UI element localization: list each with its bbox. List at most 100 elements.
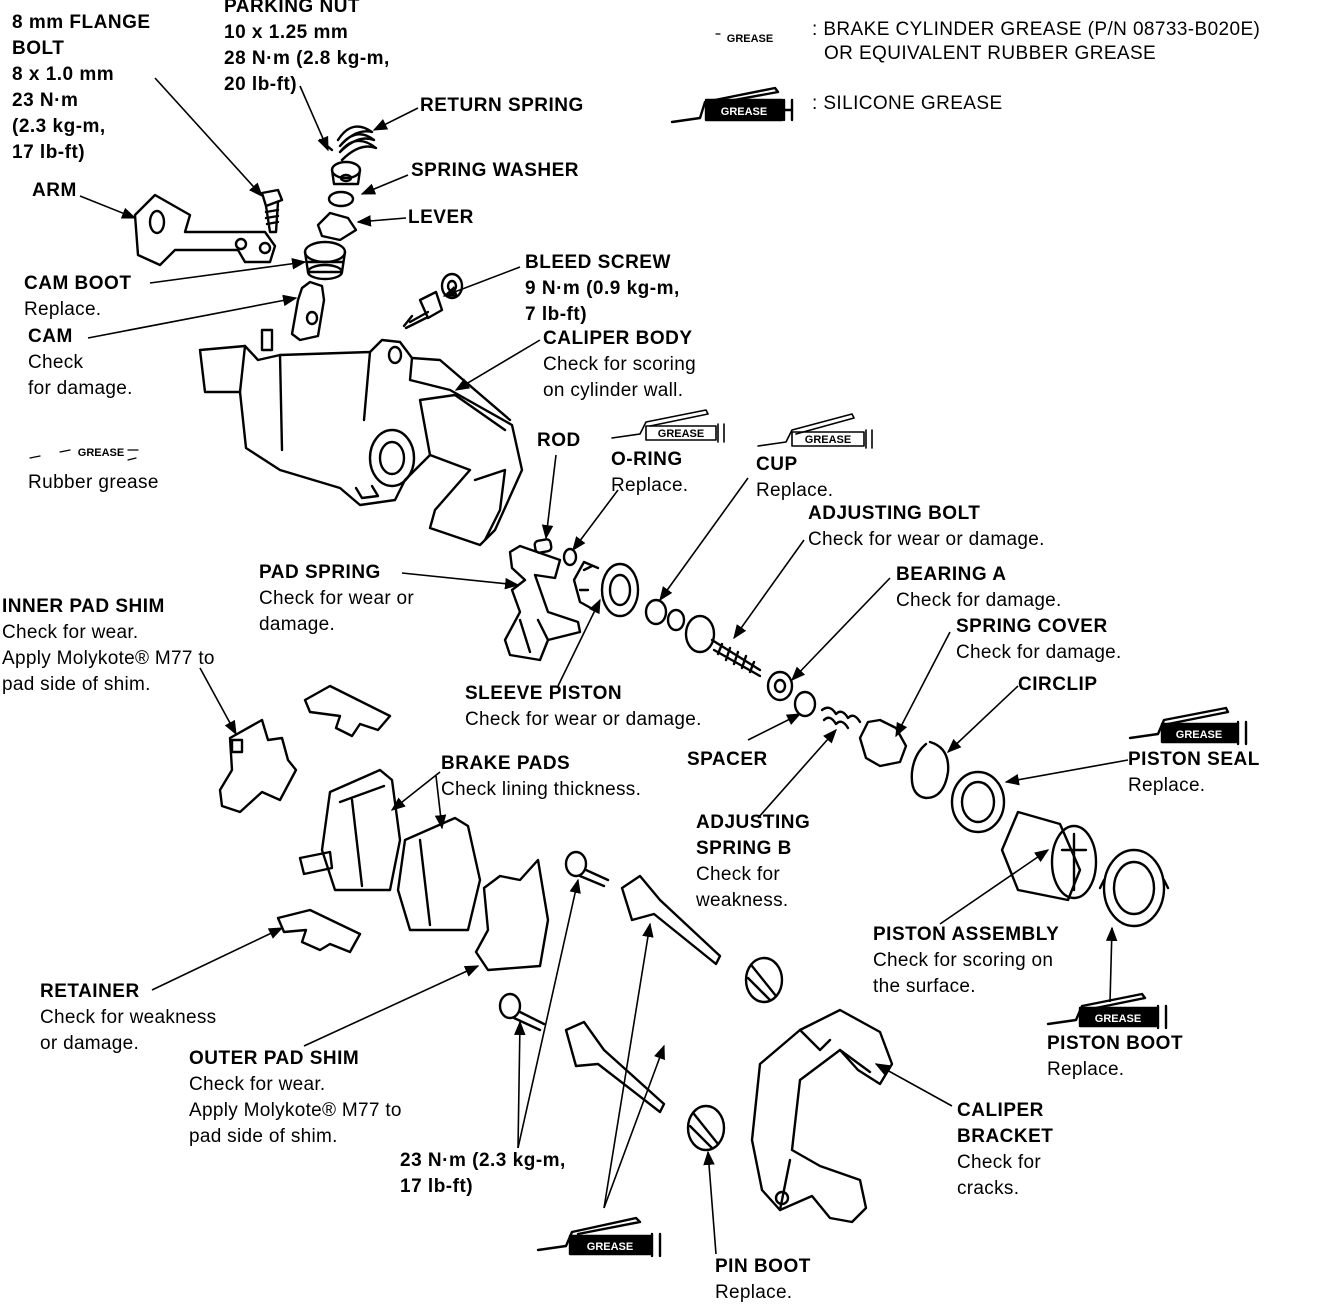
flange-bolt-l4: 23 N·m (12, 90, 79, 111)
inner-pad-shim-part (218, 718, 298, 814)
label-parking-nut: PARKING NUT 10 x 1.25 mm 28 N·m (2.8 kg-… (224, 0, 390, 98)
bleed-screw-part (402, 272, 464, 330)
cup-part (644, 598, 668, 626)
flange-bolt-l6: 17 lb-ft) (12, 142, 86, 163)
label-adjusting-spring-b: ADJUSTING SPRING B Check for weakness. (696, 810, 810, 914)
legend-rubber-grease: Rubber grease (28, 472, 159, 493)
retainer-d1: Check for weakness (40, 1007, 217, 1028)
pad-spring-d2: damage. (259, 614, 336, 635)
label-pad-spring: PAD SPRING Check for wear or damage. (259, 560, 414, 638)
return-spring-title: RETURN SPRING (420, 95, 584, 116)
piston-boot-title: PISTON BOOT (1047, 1033, 1184, 1054)
spring-cover-title: SPRING COVER (956, 616, 1108, 637)
piston-assembly-part (1000, 810, 1098, 902)
label-cam: CAM Check for damage. (28, 324, 133, 402)
legend-brake-grease: : BRAKE CYLINDER GREASE (P/N 08733-B020E… (812, 18, 1260, 66)
cam-boot-desc: Replace. (24, 299, 102, 320)
svg-text:GREASE: GREASE (1176, 729, 1222, 741)
guide-pin-upper-part (564, 850, 722, 966)
label-arm: ARM (32, 178, 77, 204)
outer-pad-shim-d1: Check for wear. (189, 1074, 326, 1095)
pin-boot-lower-part (686, 1104, 726, 1152)
flange-bolt-l1: 8 mm FLANGE (12, 12, 151, 33)
label-cam-boot: CAM BOOT Replace. (24, 271, 131, 323)
label-o-ring: O-RING Replace. (611, 447, 688, 499)
brake-pads-title: BRAKE PADS (441, 753, 571, 774)
spacer-title: SPACER (687, 749, 768, 770)
lever-title: LEVER (408, 207, 474, 228)
inner-pad-shim-d3: pad side of shim. (2, 674, 151, 695)
adjusting-spring-b-d2: weakness. (696, 890, 789, 911)
bleed-screw-title: BLEED SCREW (525, 252, 671, 273)
piston-assembly-title: PISTON ASSEMBLY (873, 924, 1060, 945)
inner-pad-shim-d1: Check for wear. (2, 622, 139, 643)
svg-text:GREASE: GREASE (1095, 1013, 1141, 1025)
adjusting-spring-b-part (820, 706, 862, 730)
pad-spring-part (503, 544, 582, 662)
pin-boot-upper-part (744, 956, 784, 1004)
svg-text:GREASE: GREASE (727, 33, 773, 45)
caliper-bracket-t1: CALIPER (957, 1100, 1044, 1121)
pad-spring-d1: Check for wear or (259, 588, 415, 609)
rod-title: ROD (537, 430, 581, 451)
piston-seal-title: PISTON SEAL (1128, 749, 1260, 770)
adjusting-spring-b-d1: Check for (696, 864, 781, 885)
inner-brake-pad-part (298, 768, 402, 892)
label-piston-seal: PISTON SEAL Replace. (1128, 747, 1260, 799)
o-ring-desc: Replace. (611, 475, 689, 496)
label-cup: CUP Replace. (756, 452, 833, 504)
label-return-spring: RETURN SPRING (420, 93, 584, 119)
piston-seal-desc: Replace. (1128, 775, 1206, 796)
cam-part (290, 280, 326, 342)
spring-cover-desc: Check for damage. (956, 642, 1122, 663)
piston-boot-grease-icon: GREASE (1046, 992, 1168, 1030)
pin-boot-title: PIN BOOT (715, 1256, 811, 1277)
label-inner-pad-shim: INNER PAD SHIM Check for wear. Apply Mol… (2, 594, 215, 698)
circlip-part (910, 740, 950, 800)
label-piston-boot: PISTON BOOT Replace. (1047, 1031, 1183, 1083)
sleeve-piston-part (572, 560, 640, 618)
arm-part (133, 193, 277, 267)
spring-washer-title: SPRING WASHER (411, 160, 580, 181)
piston-boot-part (1098, 848, 1170, 928)
legend-brake-grease-line2: OR EQUIVALENT RUBBER GREASE (824, 43, 1157, 64)
bottom-grease-tube-icon: GREASE (536, 1216, 662, 1258)
brake-grease-small-icon: GREASE (715, 33, 773, 45)
inner-pad-shim-title: INNER PAD SHIM (2, 596, 165, 617)
rod-part (533, 538, 553, 554)
label-bleed-screw: BLEED SCREW 9 N·m (0.9 kg-m, 7 lb-ft) (525, 250, 680, 328)
outer-pad-shim-part (474, 858, 550, 972)
piston-assembly-d1: Check for scoring on (873, 950, 1054, 971)
cam-boot-title: CAM BOOT (24, 273, 132, 294)
sleeve-piston-title: SLEEVE PISTON (465, 683, 623, 704)
bearing-a-part (766, 670, 794, 702)
svg-text:GREASE: GREASE (721, 106, 767, 118)
leader-lines (79, 77, 1129, 1255)
bearing-a-title: BEARING A (896, 564, 1007, 585)
label-spring-cover: SPRING COVER Check for damage. (956, 614, 1122, 666)
adjusting-spring-b-t2: SPRING B (696, 838, 792, 859)
caliper-body-d1: Check for scoring (543, 354, 696, 375)
caliper-body-part (198, 328, 524, 547)
retainer-upper-part (303, 684, 392, 738)
caliper-body-title: CALIPER BODY (543, 328, 693, 349)
bleed-screw-l3: 7 lb-ft) (525, 304, 588, 325)
svg-text:GREASE: GREASE (658, 428, 704, 440)
pin-boot-desc: Replace. (715, 1282, 793, 1303)
label-retainer: RETAINER Check for weakness or damage. (40, 979, 216, 1057)
flange-bolt-l5: (2.3 kg-m, (12, 116, 106, 137)
label-circlip: CIRCLIP (1018, 672, 1098, 698)
caliper-body-d2: on cylinder wall. (543, 380, 684, 401)
label-spring-washer: SPRING WASHER (411, 158, 579, 184)
label-piston-assembly: PISTON ASSEMBLY Check for scoring on the… (873, 922, 1059, 1000)
cam-d1: Check (28, 352, 84, 373)
label-outer-pad-shim: OUTER PAD SHIM Check for wear. Apply Mol… (189, 1046, 402, 1150)
o-ring-grease-icon: GREASE (611, 409, 725, 443)
outer-pad-shim-d3: pad side of shim. (189, 1126, 338, 1147)
o-ring-title: O-RING (611, 449, 683, 470)
piston-assembly-d2: the surface. (873, 976, 976, 997)
parking-nut-l3: 28 N·m (2.8 kg-m, (224, 48, 390, 69)
label-spacer: SPACER (687, 747, 768, 773)
label-caliper-bracket: CALIPER BRACKET Check for cracks. (957, 1098, 1053, 1202)
